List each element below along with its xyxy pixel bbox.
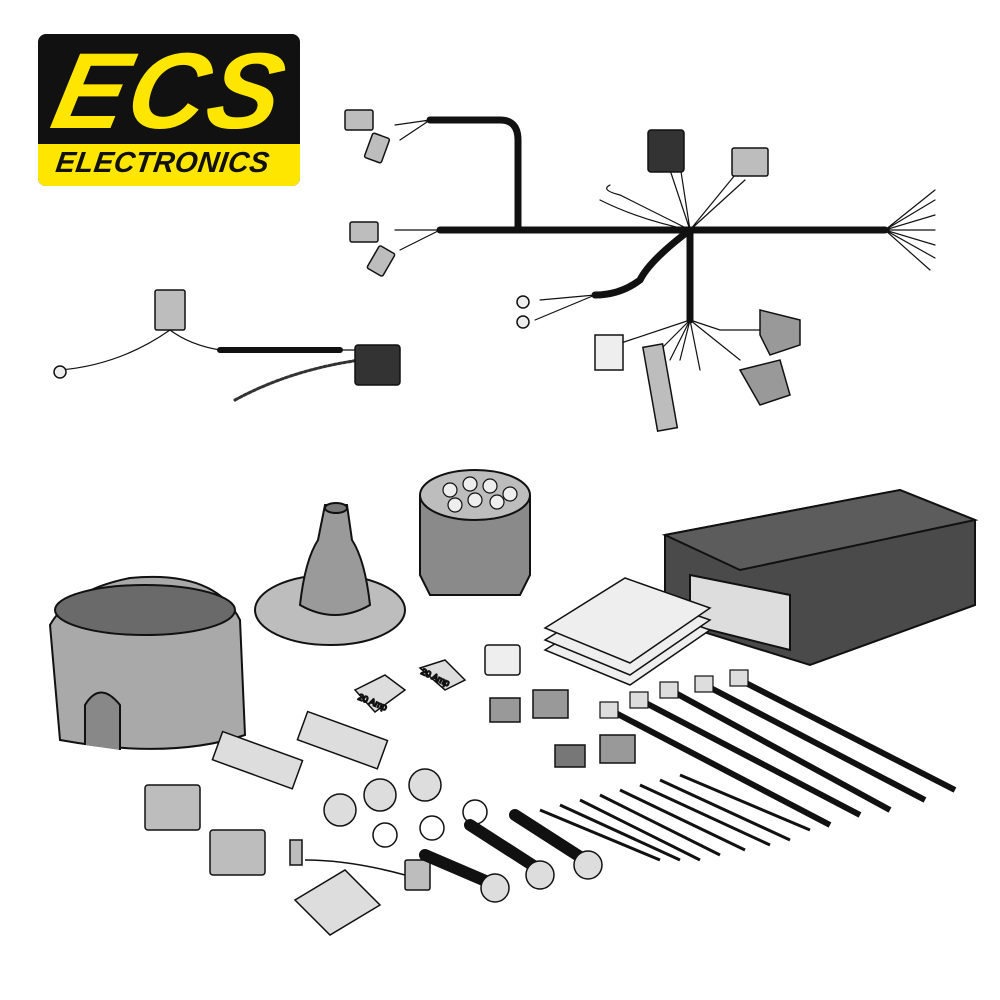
fuse-holder: [484, 644, 521, 676]
harness-connectors: [53, 109, 801, 432]
ecs-electronics-logo: ECS ELECTRONICS: [38, 34, 300, 186]
logo-band: [38, 144, 300, 186]
control-module: [661, 488, 979, 667]
relays: [144, 784, 431, 936]
rubber-grommet: [254, 502, 406, 646]
bolts: [419, 809, 603, 903]
13-pin-plug: [419, 469, 531, 596]
connector-blocks: [211, 689, 636, 790]
fuse-1: 20 Amp: [353, 674, 407, 713]
main-harness: [394, 116, 936, 371]
cable-ties: [539, 669, 957, 862]
instruction-leaflets: [543, 577, 712, 686]
nuts-and-washers: [323, 768, 488, 848]
earth-harness: [59, 329, 362, 402]
fuse-2: 20 Amp: [418, 659, 467, 691]
towbar-socket: [48, 575, 247, 750]
